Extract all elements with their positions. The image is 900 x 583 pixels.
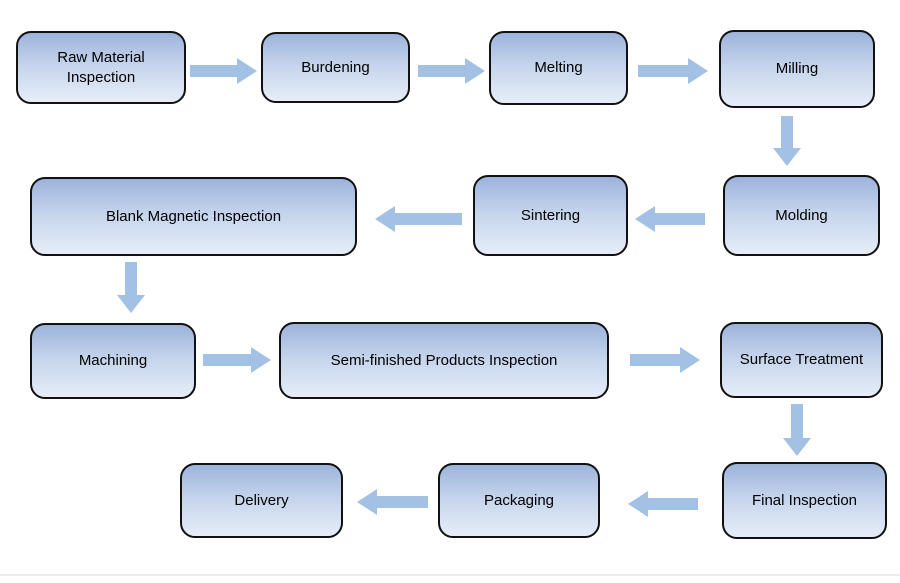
arrow-machining-to-semi-finished-products-inspection [203,347,271,373]
arrow-final-inspection-to-packaging [628,491,698,517]
arrow-packaging-to-delivery [357,489,428,515]
arrow-semi-finished-products-inspection-to-surface-treatment [630,347,700,373]
node-melting: Melting [489,31,628,105]
arrow-melting-to-milling [638,58,708,84]
arrow-surface-treatment-to-final-inspection [783,404,811,456]
node-burdening: Burdening [261,32,410,103]
node-label-final-inspection: Final Inspection [751,491,858,509]
node-packaging: Packaging [438,463,600,538]
node-sintering: Sintering [473,175,628,256]
bottom-edge-line [0,574,900,576]
node-machining: Machining [30,323,196,399]
node-delivery: Delivery [180,463,343,538]
node-raw-material-inspection: Raw Material Inspection [16,31,186,104]
node-label-milling: Milling [775,60,819,78]
arrow-blank-magnetic-inspection-to-machining [117,262,145,313]
node-label-burdening: Burdening [301,58,370,76]
node-label-delivery: Delivery [234,491,289,509]
node-label-semi-finished-products-inspection: Semi-finished Products Inspection [330,351,558,369]
node-blank-magnetic-inspection: Blank Magnetic Inspection [30,177,357,256]
node-label-packaging: Packaging [483,491,555,509]
node-label-raw-material-inspection: Raw Material Inspection [57,48,145,86]
arrow-raw-material-inspection-to-burdening [190,58,257,84]
node-label-machining: Machining [78,352,148,370]
node-label-sintering: Sintering [520,206,581,224]
node-label-surface-treatment: Surface Treatment [739,351,864,369]
node-semi-finished-products-inspection: Semi-finished Products Inspection [279,322,609,399]
node-label-blank-magnetic-inspection: Blank Magnetic Inspection [105,207,282,225]
arrow-sintering-to-blank-magnetic-inspection [375,206,462,232]
node-label-molding: Molding [775,206,828,224]
arrow-burdening-to-melting [418,58,485,84]
node-label-melting: Melting [534,59,583,77]
arrow-milling-to-molding [773,116,801,166]
node-molding: Molding [723,175,880,256]
node-milling: Milling [719,30,875,108]
arrow-molding-to-sintering [635,206,705,232]
node-final-inspection: Final Inspection [722,462,887,539]
node-surface-treatment: Surface Treatment [720,322,883,398]
